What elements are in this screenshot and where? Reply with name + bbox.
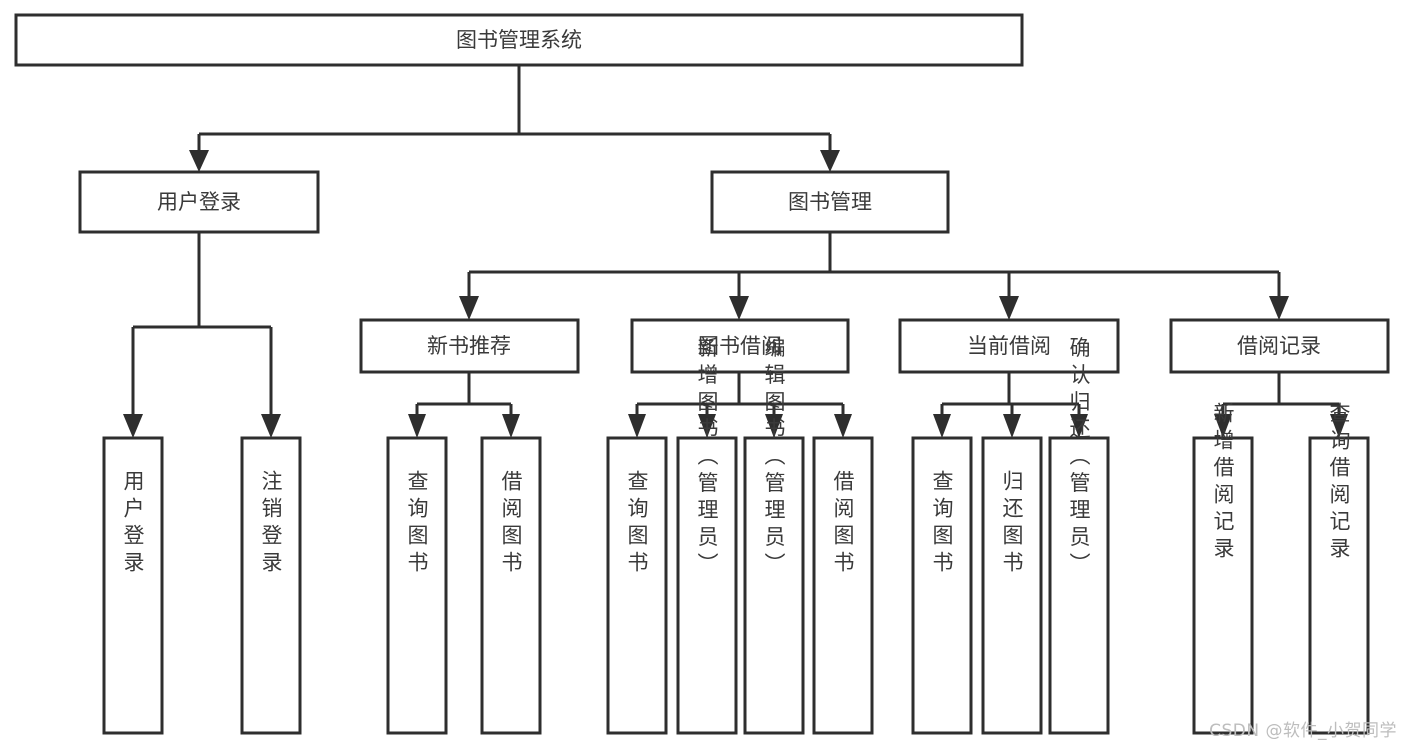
- leaf-query-book-3-label: 查询图书: [930, 470, 954, 578]
- arrowhead-leaf-user-login: [123, 414, 143, 438]
- arrowhead-current-borrow: [999, 296, 1019, 320]
- leaf-query-book-2-box[interactable]: [606, 436, 668, 735]
- node-user-login-box[interactable]: [78, 170, 320, 234]
- arrowhead-new-book-rec: [459, 296, 479, 320]
- leaf-user-login-label: 用户登录: [121, 470, 145, 578]
- leaf-confirm-return[interactable]: 确认归还（管理员）: [1048, 337, 1110, 735]
- leaf-query-book-3-box[interactable]: [911, 436, 973, 735]
- leaf-borrow-book-2-box[interactable]: [812, 436, 874, 735]
- leaf-return-book[interactable]: 归还图书: [981, 436, 1043, 735]
- arrowhead-leaf-add-record: [1214, 414, 1232, 438]
- node-user-login[interactable]: 用户登录: [78, 170, 320, 234]
- node-new-book-recommend[interactable]: 新书推荐: [359, 318, 580, 374]
- leaf-logout[interactable]: 注销登录: [240, 436, 302, 735]
- leaf-query-book-2[interactable]: 查询图书: [606, 436, 668, 735]
- node-book-borrow-label: 图书借阅: [698, 334, 782, 358]
- leaf-return-book-label: 归还图书: [1000, 470, 1024, 578]
- leaf-edit-book-label: 编辑图书（管理员）: [762, 337, 786, 580]
- connector-layer: [123, 65, 1348, 438]
- leaf-borrow-book-1-label: 借阅图书: [499, 470, 523, 578]
- leaf-query-record[interactable]: 查询借阅记录: [1308, 402, 1370, 735]
- arrowhead-leaf-borrow-book-2: [834, 414, 852, 438]
- node-borrow-record[interactable]: 借阅记录: [1169, 318, 1390, 374]
- leaf-query-book-1-box[interactable]: [386, 436, 448, 735]
- node-book-borrow[interactable]: 图书借阅: [630, 318, 850, 374]
- leaf-edit-book[interactable]: 编辑图书（管理员）: [743, 337, 805, 735]
- arrowhead-leaf-add-book: [698, 414, 716, 438]
- arrowhead-leaf-confirm-return: [1070, 414, 1088, 438]
- arrowhead-book-borrow: [729, 296, 749, 320]
- node-current-borrow-box[interactable]: [898, 318, 1120, 374]
- leaf-return-book-box[interactable]: [981, 436, 1043, 735]
- arrowhead-borrow-record: [1269, 296, 1289, 320]
- leaf-query-book-1-label: 查询图书: [405, 470, 429, 578]
- node-user-login-label: 用户登录: [157, 190, 241, 214]
- leaf-borrow-book-2-label: 借阅图书: [831, 470, 855, 578]
- node-book-manage-label: 图书管理: [788, 190, 872, 214]
- leaf-add-record[interactable]: 新增借阅记录: [1192, 402, 1254, 735]
- leaf-query-record-box[interactable]: [1308, 436, 1370, 735]
- arrowhead-leaf-query-book-1: [408, 414, 426, 438]
- node-book-borrow-box[interactable]: [630, 318, 850, 374]
- node-borrow-record-box[interactable]: [1169, 318, 1390, 374]
- node-current-borrow-label: 当前借阅: [967, 334, 1051, 358]
- node-root-box[interactable]: [14, 13, 1024, 67]
- leaf-borrow-book-1-box[interactable]: [480, 436, 542, 735]
- arrowhead-book-manage: [820, 150, 840, 172]
- arrowhead-leaf-edit-book: [765, 414, 783, 438]
- node-book-manage-box[interactable]: [710, 170, 950, 234]
- arrowhead-leaf-borrow-book-1: [502, 414, 520, 438]
- arrowhead-leaf-query-record: [1330, 414, 1348, 438]
- leaf-add-record-label: 新增借阅记录: [1211, 402, 1235, 564]
- arrowhead-leaf-logout: [261, 414, 281, 438]
- node-root-label: 图书管理系统: [456, 28, 582, 52]
- node-new-book-recommend-label: 新书推荐: [427, 334, 511, 358]
- leaf-user-login[interactable]: 用户登录: [102, 436, 164, 735]
- arrowhead-user-login: [189, 150, 209, 172]
- node-current-borrow[interactable]: 当前借阅: [898, 318, 1120, 374]
- leaf-borrow-book-1[interactable]: 借阅图书: [480, 436, 542, 735]
- leaf-confirm-return-label: 确认归还（管理员）: [1067, 337, 1091, 580]
- leaf-confirm-return-box[interactable]: [1048, 436, 1110, 735]
- node-root[interactable]: 图书管理系统: [14, 13, 1024, 67]
- leaf-add-book-box[interactable]: [676, 436, 738, 735]
- arrowhead-leaf-query-book-2: [628, 414, 646, 438]
- leaf-logout-label: 注销登录: [259, 470, 283, 578]
- leaf-add-record-box[interactable]: [1192, 436, 1254, 735]
- leaf-edit-book-box[interactable]: [743, 436, 805, 735]
- leaf-query-book-1[interactable]: 查询图书: [386, 436, 448, 735]
- leaf-add-book[interactable]: 新增图书（管理员）: [676, 337, 738, 735]
- leaf-query-book-2-label: 查询图书: [625, 470, 649, 578]
- leaf-user-login-box[interactable]: [102, 436, 164, 735]
- leaf-logout-box[interactable]: [240, 436, 302, 735]
- leaf-add-book-label: 新增图书（管理员）: [695, 337, 719, 580]
- arrowhead-leaf-query-book-3: [933, 414, 951, 438]
- node-borrow-record-label: 借阅记录: [1237, 334, 1321, 358]
- leaf-borrow-book-2[interactable]: 借阅图书: [812, 436, 874, 735]
- leaf-query-book-3[interactable]: 查询图书: [911, 436, 973, 735]
- node-book-manage[interactable]: 图书管理: [710, 170, 950, 234]
- leaf-query-record-label: 查询借阅记录: [1327, 402, 1351, 564]
- arrowhead-leaf-return-book: [1003, 414, 1021, 438]
- node-new-book-recommend-box[interactable]: [359, 318, 580, 374]
